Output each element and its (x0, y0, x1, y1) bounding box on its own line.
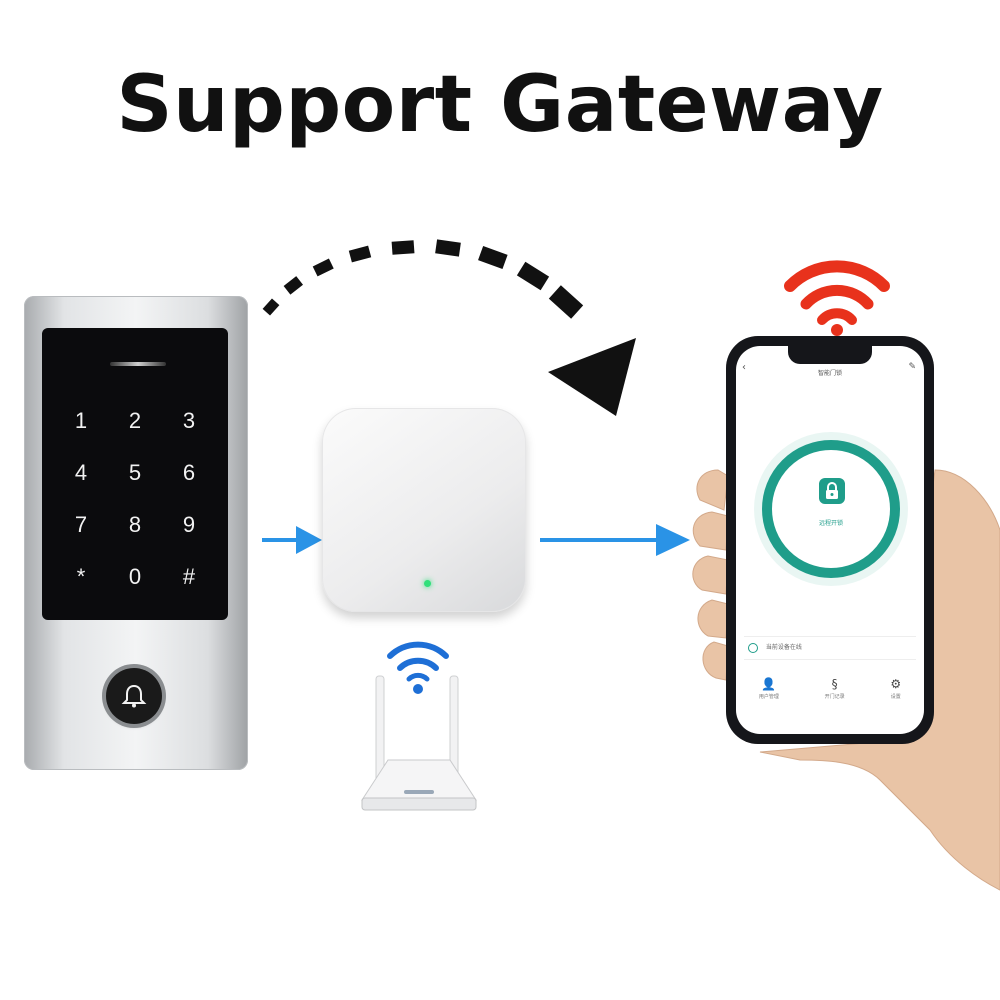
unlock-label: 远程开锁 (818, 520, 843, 527)
gateway-device (322, 408, 526, 612)
status-dot-icon (748, 642, 758, 653)
wifi-icon (387, 641, 449, 694)
key-2[interactable]: 2 (128, 408, 142, 433)
indicator-led (110, 362, 166, 366)
back-icon[interactable]: ‹ (742, 362, 746, 373)
key-star[interactable]: * (76, 564, 86, 589)
key-7[interactable]: 7 (74, 512, 88, 537)
app-title: 智能门锁 (817, 370, 842, 377)
user-icon: 👤 (761, 676, 777, 691)
tab-users[interactable]: 👤 用户管理 (759, 677, 779, 700)
router (361, 641, 477, 811)
tab-settings[interactable]: ⚙ 设置 (890, 677, 901, 700)
hand-illustration (692, 469, 1000, 891)
key-5[interactable]: 5 (128, 460, 142, 485)
tab-users-label: 用户管理 (758, 693, 779, 700)
gateway-status-led (424, 580, 431, 587)
flow-arrow-right (540, 524, 690, 556)
keypad-panel: 1 2 3 4 5 6 7 8 9 * 0 # (42, 328, 228, 620)
page-title: Support Gateway (116, 60, 884, 150)
phone-notch (788, 346, 872, 364)
key-hash[interactable]: # (182, 564, 196, 589)
settings-icon: ⚙ (890, 676, 902, 691)
doorbell-button[interactable] (106, 668, 162, 724)
tab-settings-label: 设置 (890, 693, 901, 700)
phone-screen: ‹ ✎ 智能门锁 远程开锁 当前设备在线 👤 用户管理 § (736, 346, 924, 734)
phone-wifi-icon (784, 260, 890, 336)
key-8[interactable]: 8 (128, 512, 142, 537)
key-3[interactable]: 3 (182, 408, 196, 433)
key-4[interactable]: 4 (74, 460, 88, 485)
record-icon: § (831, 676, 838, 691)
key-9[interactable]: 9 (182, 512, 196, 537)
flow-arrow-left (262, 526, 322, 554)
key-grid: 1 2 3 4 5 6 7 8 9 * 0 # (54, 410, 216, 588)
edit-icon[interactable]: ✎ (908, 362, 916, 372)
tab-records-label: 开门记录 (824, 693, 845, 700)
curved-arrow (262, 239, 636, 416)
unlock-button[interactable]: 远程开锁 (762, 440, 900, 578)
tab-records[interactable]: § 开门记录 (825, 677, 845, 700)
key-1[interactable]: 1 (74, 408, 88, 433)
key-6[interactable]: 6 (182, 460, 196, 485)
lock-icon (819, 478, 845, 504)
access-keypad: 1 2 3 4 5 6 7 8 9 * 0 # (24, 296, 248, 770)
key-0[interactable]: 0 (128, 564, 142, 589)
device-status-row[interactable]: 当前设备在线 (744, 636, 916, 660)
smartphone: ‹ ✎ 智能门锁 远程开锁 当前设备在线 👤 用户管理 § (726, 336, 934, 744)
bottom-tabbar: 👤 用户管理 § 开门记录 ⚙ 设置 (736, 668, 924, 708)
status-text: 当前设备在线 (765, 644, 802, 651)
bell-icon (121, 684, 147, 708)
